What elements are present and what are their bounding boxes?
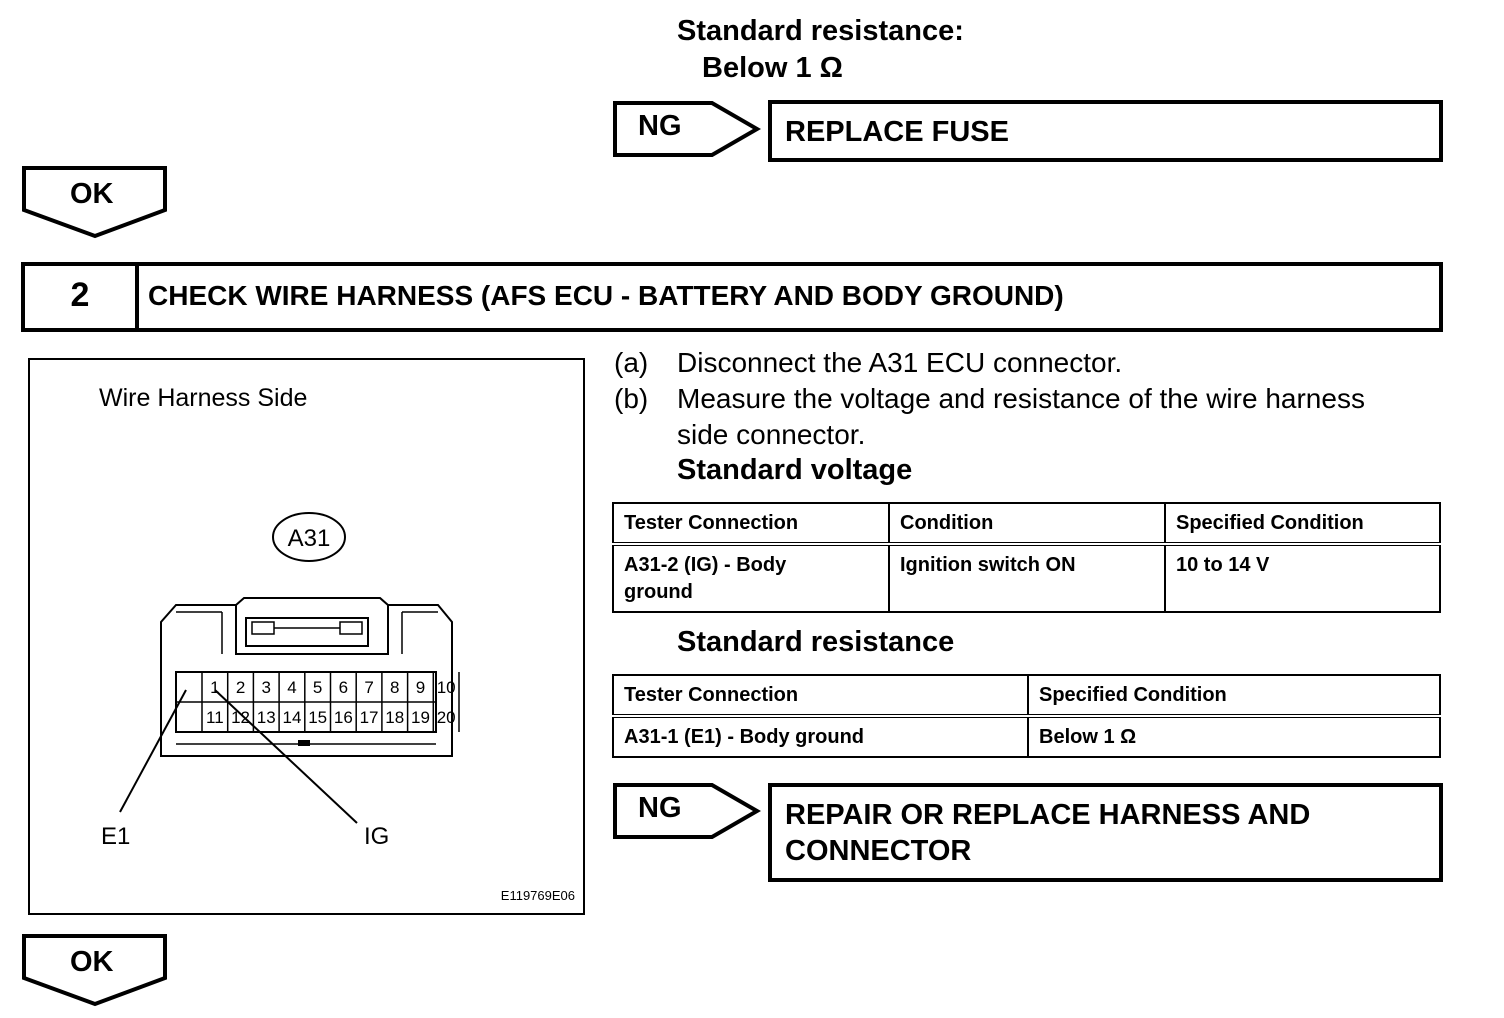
ng-action-2-line2: CONNECTOR [785, 835, 972, 867]
resistance-header-specified: Specified Condition [1027, 674, 1441, 718]
pin-number: 13 [257, 708, 276, 727]
diagram-side-label: Wire Harness Side [99, 384, 308, 412]
voltage-header-condition: Condition [888, 502, 1166, 546]
pin-number: 16 [334, 708, 353, 727]
step-number: 2 [70, 276, 90, 314]
ig-leader-line [214, 689, 358, 824]
pin-number: 5 [313, 678, 322, 697]
connector-id-ellipse [272, 512, 346, 562]
step-header: 2 CHECK WIRE HARNESS (AFS ECU - BATTERY … [21, 262, 1443, 332]
figure-code: E119769E06 [501, 888, 575, 903]
pin-number: 9 [416, 678, 425, 697]
pin-number: 17 [360, 708, 379, 727]
pin-number: 20 [437, 708, 456, 727]
pin-number: 15 [308, 708, 327, 727]
ok-arrow-2: OK [22, 934, 168, 1008]
voltage-cell-connection: A31-2 (IG) - Body ground [612, 543, 890, 613]
resistance-cell-connection: A31-1 (E1) - Body ground [612, 715, 1029, 758]
ng-arrow-icon [613, 101, 761, 157]
instruction-b-marker: (b) [614, 383, 649, 414]
top-std-resistance-title: Standard resistance: [677, 15, 964, 47]
ok-label-2: OK [70, 946, 114, 978]
pin-number: 19 [411, 708, 430, 727]
resistance-table: Tester Connection Specified Condition A3… [612, 674, 1441, 758]
pin-number: 11 [206, 708, 224, 727]
voltage-title: Standard voltage [677, 454, 913, 486]
ng-action-box-1: REPLACE FUSE [768, 100, 1443, 162]
pin-number: 4 [287, 678, 296, 697]
resistance-title: Standard resistance [677, 626, 955, 658]
ok-arrow-icon [22, 166, 167, 239]
connector-id-label: A31 [288, 525, 331, 552]
pin-number: 7 [364, 678, 373, 697]
voltage-cell-condition: Ignition switch ON [888, 543, 1166, 613]
pin-label-e1: E1 [101, 823, 130, 850]
pin-number: 12 [231, 708, 250, 727]
voltage-table: Tester Connection Condition Specified Co… [612, 502, 1441, 613]
ng-arrow-2: NG [612, 782, 762, 840]
resistance-header-connection: Tester Connection [612, 674, 1029, 718]
step-number-cell: 2 [25, 266, 139, 328]
resistance-row: A31-1 (E1) - Body ground Below 1 Ω [612, 715, 1441, 758]
voltage-header-specified: Specified Condition [1164, 502, 1441, 546]
pin-number: 6 [339, 678, 348, 697]
voltage-header-connection: Tester Connection [612, 502, 890, 546]
step-title: CHECK WIRE HARNESS (AFS ECU - BATTERY AN… [148, 280, 1064, 311]
resistance-cell-specified: Below 1 Ω [1027, 715, 1441, 758]
voltage-cell-specified: 10 to 14 V [1164, 543, 1441, 613]
pin-label-ig: IG [364, 823, 389, 850]
top-std-resistance-value: Below 1 Ω [702, 52, 843, 84]
ok-arrow-icon [22, 934, 167, 1007]
instruction-b-text-1: Measure the voltage and resistance of th… [677, 383, 1365, 414]
ng-badge-1: NG [638, 110, 682, 142]
pin-number: 18 [385, 708, 404, 727]
instruction-a-marker: (a) [614, 347, 649, 378]
pin-number: 1 [210, 678, 219, 697]
ok-label-1: OK [70, 178, 114, 210]
ng-action-box-2: REPAIR OR REPLACE HARNESS AND CONNECTOR [768, 783, 1443, 882]
e1-leader-line [119, 689, 187, 813]
ng-arrow-icon [613, 783, 761, 839]
ng-action-1: REPLACE FUSE [785, 116, 1009, 148]
pin-number: 3 [262, 678, 271, 697]
pin-number: 14 [282, 708, 301, 727]
pin-number: 8 [390, 678, 399, 697]
pin-number: 10 [437, 678, 456, 697]
ng-badge-2: NG [638, 792, 682, 824]
ok-arrow-1: OK [22, 166, 168, 240]
ng-arrow-1: NG [612, 100, 762, 158]
voltage-row: A31-2 (IG) - Body ground Ignition switch… [612, 543, 1441, 613]
ng-action-2-line1: REPAIR OR REPLACE HARNESS AND [785, 799, 1311, 831]
pin-number: 2 [236, 678, 245, 697]
instruction-a-text: Disconnect the A31 ECU connector. [677, 347, 1123, 378]
instruction-b-text-2: side connector. [677, 419, 866, 450]
